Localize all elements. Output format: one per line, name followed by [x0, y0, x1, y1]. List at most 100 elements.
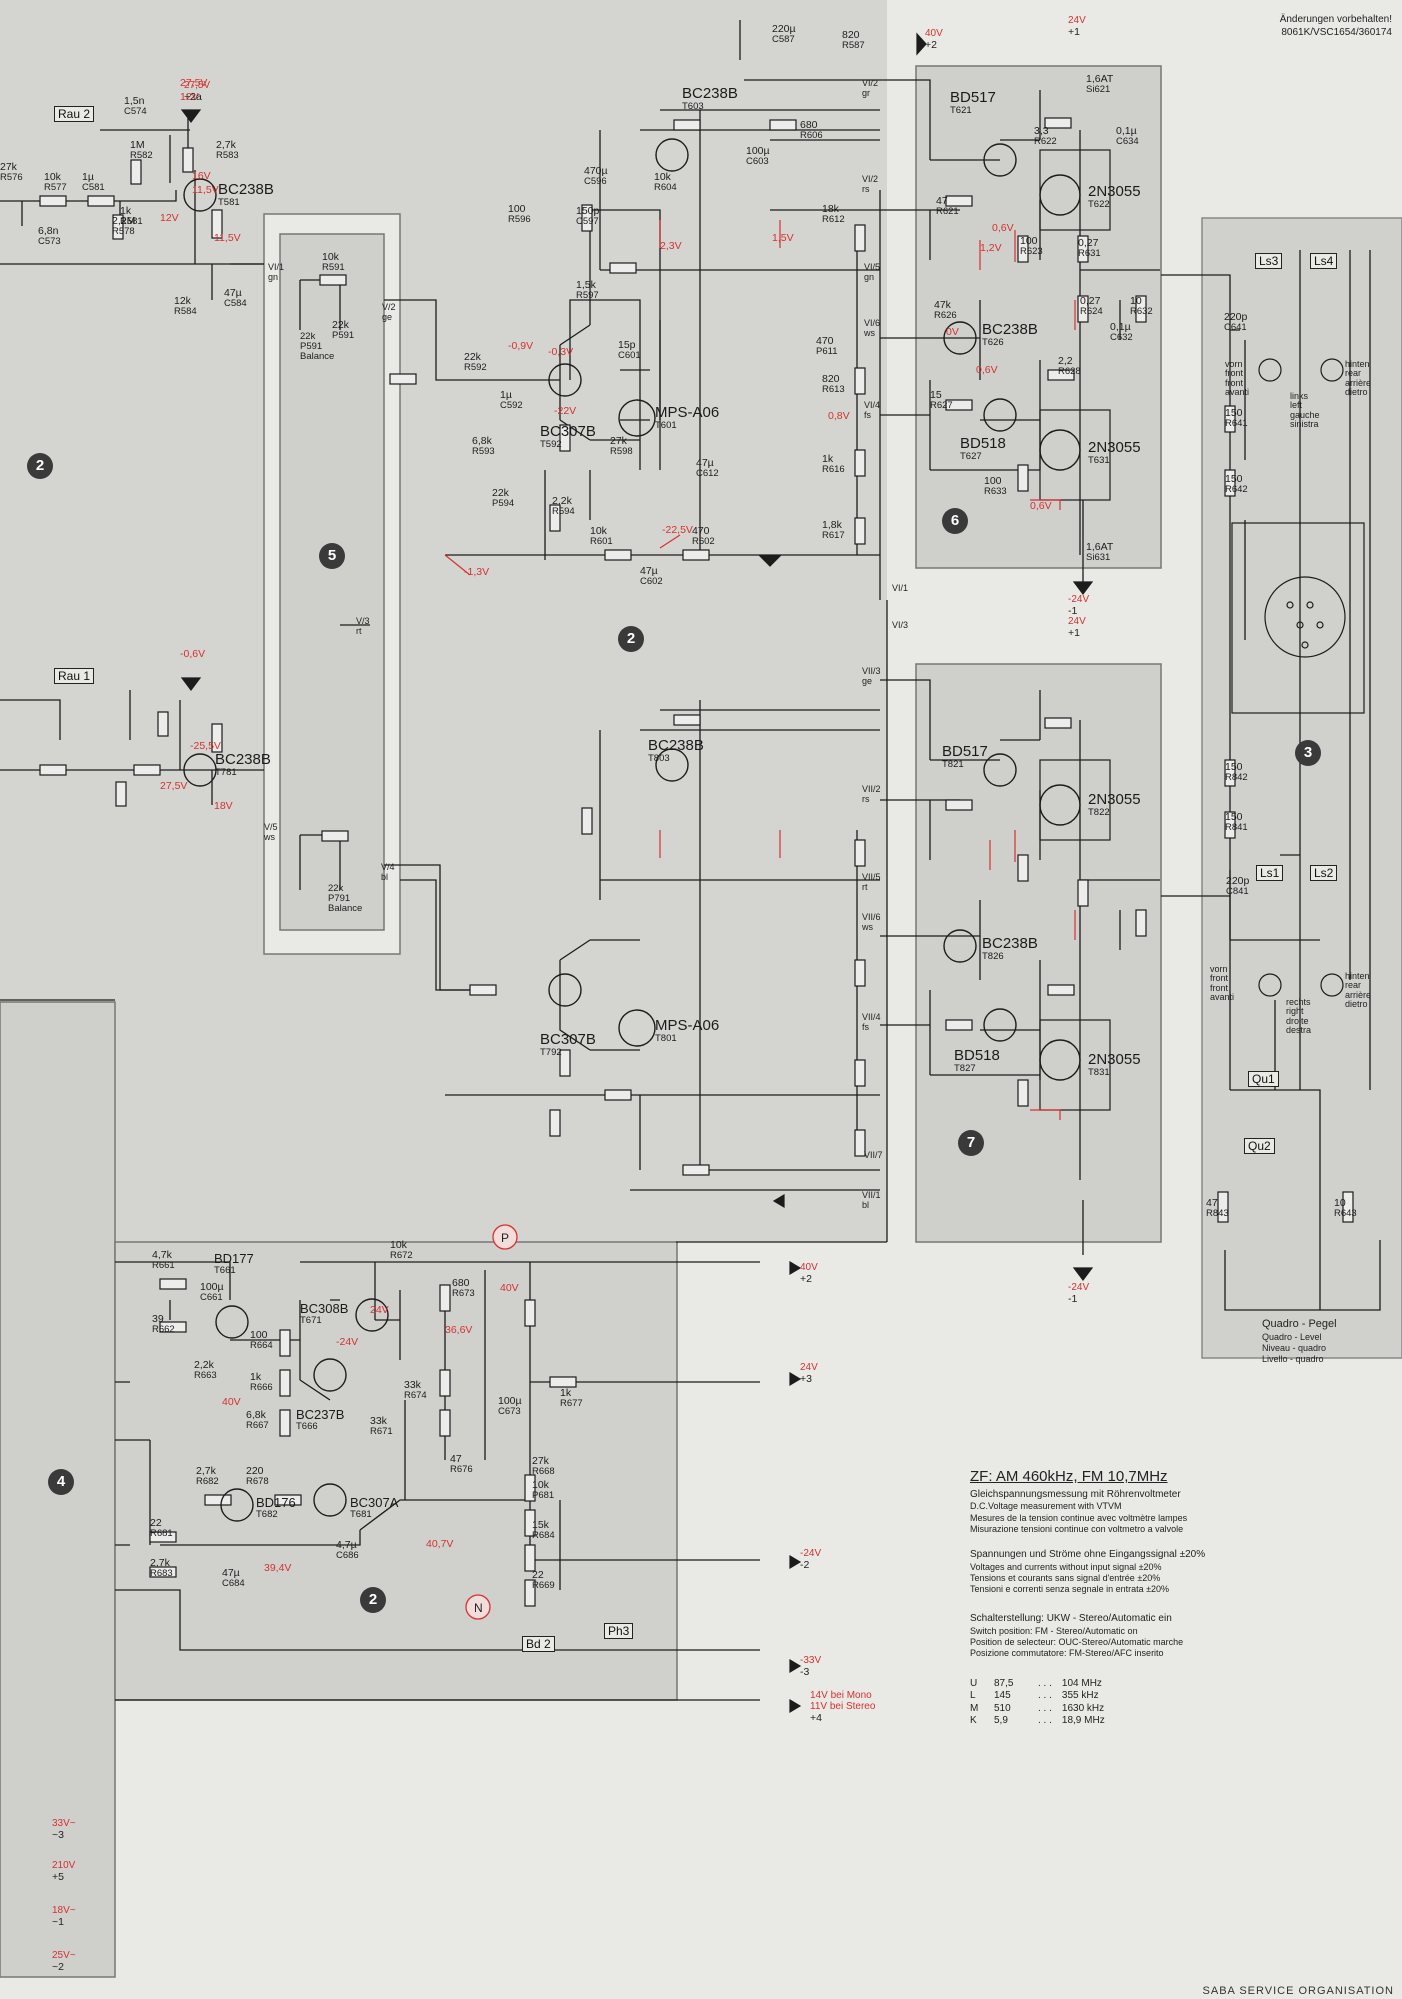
- transistor-type: BD177: [214, 1251, 254, 1266]
- supply-rail: 40V+2: [800, 1262, 818, 1285]
- connector-pin-id: VII/1: [862, 1190, 881, 1200]
- supply-rail: 14V bei Mono 11V bei Stereo+4: [810, 1690, 875, 1724]
- supply-rail-id: +2: [925, 39, 937, 51]
- component-value: 0,27: [1080, 295, 1101, 307]
- connector-wire-color: gn: [864, 272, 875, 282]
- switch-qu2: Qu2: [1244, 1138, 1275, 1154]
- component-value: 33k: [404, 1379, 421, 1391]
- component-value: 22: [532, 1569, 544, 1581]
- connector-wire-color: fs: [862, 1022, 870, 1032]
- component-value: 470: [816, 335, 834, 347]
- component-ref: P681: [532, 1490, 555, 1502]
- transistor-ref: T682: [256, 1508, 278, 1520]
- component-ref: R622: [1034, 136, 1057, 148]
- component-ref: R673: [452, 1288, 475, 1300]
- component-value: 10k: [390, 1239, 407, 1251]
- transistor-ref: T801: [655, 1032, 677, 1044]
- section-number: 5: [319, 543, 345, 569]
- connector-pin: VI/1: [892, 583, 908, 593]
- voltage-reading: -0,3V: [548, 346, 574, 358]
- transistor-type: BD517: [950, 89, 996, 106]
- component-ref: P611: [816, 346, 838, 358]
- component-ref: R602: [692, 536, 715, 548]
- switch-position-line: Posizione commutatore: FM-Stereo/AFC ins…: [970, 1648, 1164, 1659]
- supply-rail-id: +1: [1068, 26, 1080, 38]
- supply-voltage: 24V: [800, 1362, 818, 1373]
- transistor-ref: T622: [1088, 198, 1110, 210]
- component-value: 4,7µ: [336, 1539, 357, 1551]
- voltage-reading: -22,5V: [662, 524, 693, 536]
- switch-ls4: Ls4: [1310, 253, 1338, 269]
- component-ref: C601: [618, 350, 641, 362]
- voltage-reading: 16V: [192, 170, 211, 182]
- component-value: 680: [800, 119, 818, 131]
- connector-pin-id: VI/1: [268, 262, 285, 272]
- quadro-line: Quadro - Pegel: [1262, 1318, 1337, 1330]
- transistor-ref: T592: [540, 438, 562, 450]
- component-value: 33k: [370, 1415, 387, 1427]
- supply-rail-id: +4: [810, 1712, 822, 1724]
- connector-pin-id: V/4: [381, 862, 395, 872]
- component-ref: R626: [934, 310, 957, 322]
- component-value: 150: [1225, 811, 1243, 823]
- supply-rail: -24V-1: [1068, 594, 1089, 617]
- voltage-reading: 0V: [946, 326, 959, 338]
- voltage-reading: 0,6V: [992, 222, 1014, 234]
- component-value: 220µ: [772, 23, 796, 35]
- component-ref: R664: [250, 1340, 273, 1352]
- component-value: 6,8n: [38, 225, 59, 237]
- section-number: 3: [1295, 740, 1321, 766]
- connector-pin-id: VI/4: [864, 400, 881, 410]
- voltage-reading: -22V: [554, 405, 577, 417]
- region-section-5-inner: [279, 233, 385, 931]
- transistor-type: BC307B: [540, 423, 596, 440]
- component-ref: C632: [1110, 332, 1133, 344]
- component-ref: R613: [822, 384, 845, 396]
- connector-wire-color: ws: [864, 328, 875, 338]
- component-ref: R632: [1130, 306, 1153, 318]
- component-value: 680: [452, 1277, 470, 1289]
- revision-note-line: 8061K/VSC1654/360174: [1281, 26, 1392, 38]
- component-ref: R582: [130, 150, 153, 162]
- component-value: 15p: [618, 339, 636, 351]
- supply-rail: -24V-1: [1068, 1282, 1089, 1305]
- quadro-line: Livello - quadro: [1262, 1354, 1324, 1365]
- voltage-reading: 24V: [370, 1304, 389, 1316]
- component-value: 820: [822, 373, 840, 385]
- supply-rail: 210V+5: [52, 1860, 75, 1883]
- supply-voltage: -24V: [800, 1548, 822, 1559]
- lamp-label: vorn front front avanti: [1225, 359, 1250, 398]
- component-ref: C612: [696, 468, 719, 480]
- component-value: 27k: [610, 435, 627, 447]
- component-ref: C686: [336, 1550, 359, 1562]
- connector-pin-id: VI/2: [862, 78, 879, 88]
- component-ref: C584: [224, 298, 247, 310]
- section-number: 7: [958, 1130, 984, 1156]
- component-ref: R593: [472, 446, 495, 458]
- voltage-reading: -25,5V: [190, 740, 221, 752]
